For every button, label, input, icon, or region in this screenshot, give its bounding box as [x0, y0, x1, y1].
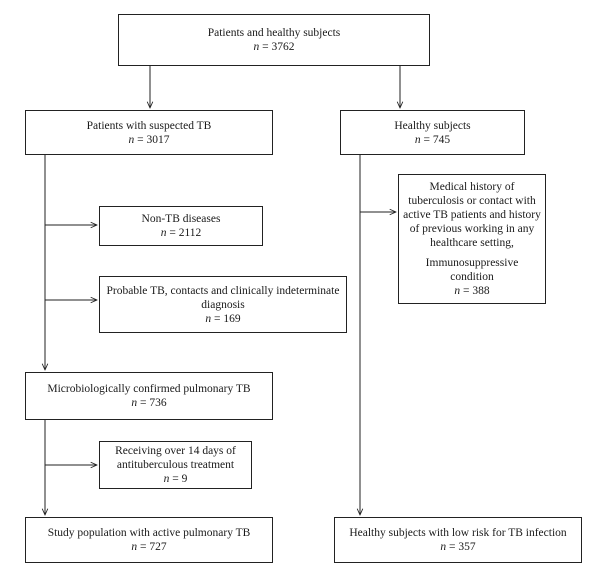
box-excluded-healthy-n: n = 388 — [454, 285, 490, 297]
box-non-tb-n: n = 2112 — [160, 227, 202, 239]
box-confirmed: Microbiologically confirmed pulmonary TB… — [25, 372, 273, 420]
box-suspected-label: Patients with suspected TB — [86, 119, 212, 132]
box-excluded-healthy: Medical history of tuberculosis or conta… — [398, 174, 546, 304]
box-receiving: Receiving over 14 days of antituberculou… — [99, 441, 252, 489]
box-excluded-healthy-label: Medical history of tuberculosis or conta… — [403, 181, 541, 249]
box-healthy: Healthy subjects n = 745 — [340, 110, 525, 155]
box-suspected-n: n = 3017 — [128, 133, 170, 146]
box-total-label: Patients and healthy subjects — [207, 27, 341, 39]
box-non-tb: Non-TB diseases n = 2112 — [99, 206, 263, 246]
box-low-risk: Healthy subjects with low risk for TB in… — [334, 517, 582, 563]
box-probable: Probable TB, contacts and clinically ind… — [99, 276, 347, 333]
box-healthy-n: n = 745 — [414, 133, 451, 146]
box-low-risk-n: n = 357 — [440, 541, 476, 553]
box-total: Patients and healthy subjects n = 3762 — [118, 14, 430, 66]
box-study-label: Study population with active pulmonary T… — [47, 527, 251, 539]
box-confirmed-label: Microbiologically confirmed pulmonary TB — [47, 383, 251, 395]
box-suspected: Patients with suspected TB n = 3017 — [25, 110, 273, 155]
box-healthy-label: Healthy subjects — [394, 119, 471, 132]
box-study: Study population with active pulmonary T… — [25, 517, 273, 563]
box-probable-n: n = 169 — [205, 312, 241, 325]
box-excluded-healthy-label2: Immunosuppressive condition — [425, 257, 519, 283]
box-low-risk-label: Healthy subjects with low risk for TB in… — [349, 527, 567, 539]
box-confirmed-n: n = 736 — [131, 397, 167, 409]
box-non-tb-label: Non-TB diseases — [141, 213, 221, 225]
box-probable-label: Probable TB, contacts and clinically ind… — [106, 284, 340, 311]
box-receiving-label: Receiving over 14 days of antituberculou… — [115, 445, 236, 471]
box-receiving-n: n = 9 — [163, 473, 188, 485]
box-study-n: n = 727 — [131, 541, 167, 553]
box-total-n: n = 3762 — [253, 41, 295, 53]
